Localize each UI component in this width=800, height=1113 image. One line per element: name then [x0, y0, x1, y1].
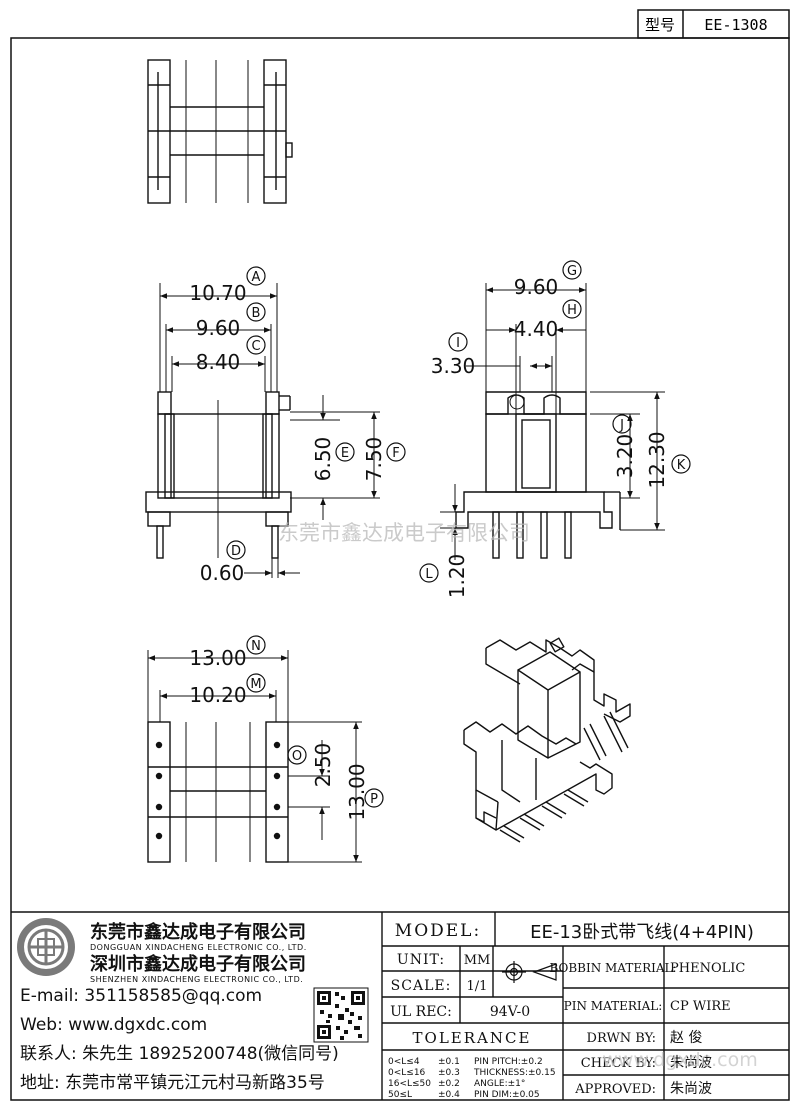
company-contact: 联系人: 朱先生 18925200748(微信同号)	[20, 1044, 339, 1064]
front-view-dims	[159, 283, 380, 578]
dim-m-value: 10.20	[189, 683, 246, 707]
dim-b-value: 9.60	[196, 316, 241, 340]
dim-f-letter: F	[392, 446, 399, 461]
scale-label: SCALE:	[391, 978, 452, 994]
drwn-label: DRWN BY:	[587, 1031, 656, 1046]
dim-l-letter: L	[425, 567, 433, 582]
approved-value: 朱尚波	[670, 1081, 712, 1097]
company-name-sz-en: SHENZHEN XINDACHENG ELECTRONIC CO., LTD.	[90, 975, 303, 984]
side-view-dims	[440, 283, 665, 560]
tol-range-3: 16<L≤50	[388, 1079, 431, 1089]
bottom-view-letters	[246, 635, 384, 808]
model-value: EE-13卧式带飞线(4+4PIN)	[530, 922, 754, 943]
unit-value: MM	[464, 953, 491, 968]
pin-label: PIN MATERIAL:	[564, 999, 663, 1013]
title-block	[11, 911, 789, 1100]
front-view-letters	[226, 266, 406, 560]
dim-i-letter: I	[456, 336, 460, 351]
side-view-letters	[419, 260, 691, 583]
ulrec-label: UL REC:	[390, 1004, 452, 1020]
tol-item-4: PIN DIM:±0.05	[474, 1090, 540, 1100]
check-label: CHECK BY:	[581, 1056, 656, 1071]
ulrec-value: 94V-0	[490, 1004, 530, 1020]
dim-o-value: 2.50	[311, 743, 335, 788]
dim-g-letter: G	[567, 264, 577, 279]
drwn-value: 赵 俊	[670, 1030, 702, 1046]
dim-i-value: 3.30	[431, 354, 476, 378]
header-model-label: 型号	[645, 16, 675, 34]
tol-value-1: ±0.1	[438, 1057, 460, 1067]
dim-l-value: 1.20	[445, 554, 469, 599]
scale-value: 1/1	[467, 979, 488, 994]
projection-symbol	[502, 961, 557, 983]
dim-a-letter: A	[252, 270, 261, 285]
tolerance-label: TOLERANCE	[413, 1029, 532, 1047]
header-model-box: 型号 EE-1308	[637, 9, 790, 39]
dim-d-value: 0.60	[200, 561, 245, 585]
dim-b-letter: B	[252, 306, 261, 321]
dim-k-letter: K	[677, 458, 686, 473]
pin-value: CP WIRE	[670, 999, 731, 1014]
dim-p-value: 13.00	[345, 763, 369, 820]
unit-label: UNIT:	[397, 952, 445, 968]
dim-p-letter: P	[370, 792, 378, 807]
dim-c-letter: C	[251, 339, 260, 354]
company-name-sz: 深圳市鑫达成电子有限公司	[90, 953, 306, 975]
side-view	[455, 391, 621, 559]
approved-label: APPROVED:	[574, 1082, 656, 1097]
tol-range-4: 50≤L	[388, 1090, 412, 1100]
side-view-labels: 9.60 4.40 3.30 3.20 12.30 1.20	[431, 275, 669, 598]
company-name-dg-en: DONGGUAN XINDACHENG ELECTRONIC CO., LTD.	[90, 943, 307, 952]
bottom-view-dims	[147, 650, 362, 863]
qr-code	[313, 987, 369, 1043]
tol-item-2: THICKNESS:±0.15	[473, 1068, 556, 1078]
dim-h-letter: H	[567, 303, 577, 318]
dim-m-letter: M	[250, 677, 261, 692]
model-label: MODEL:	[395, 921, 481, 941]
watermark-center: 东莞市鑫达成电子有限公司	[278, 521, 530, 545]
dim-n-letter: N	[251, 639, 261, 654]
dim-f-value: 7.50	[362, 437, 386, 482]
bobbin-label: BOBBIN MATERIAL:	[549, 961, 676, 975]
tol-range-1: 0<L≤4	[388, 1057, 420, 1067]
tol-value-4: ±0.4	[438, 1090, 460, 1100]
dim-e-letter: E	[341, 446, 349, 461]
dim-k-value: 12.30	[645, 431, 669, 488]
dim-n-value: 13.00	[189, 646, 246, 670]
dim-o-letter: O	[292, 749, 302, 764]
dim-a-value: 10.70	[189, 281, 246, 305]
sheet-border	[10, 37, 790, 1101]
isometric-view	[463, 637, 631, 843]
dim-e-value: 6.50	[311, 437, 335, 482]
bottom-view-labels: 13.00 10.20 2.50 13.00	[189, 646, 369, 821]
dim-d-letter: D	[231, 544, 241, 559]
front-view-labels: 10.70 9.60 8.40 0.60 6.50 7.50	[189, 281, 386, 585]
tol-range-2: 0<L≤16	[388, 1068, 426, 1078]
dim-j-letter: J	[619, 418, 624, 433]
watermark-corner: www.dgxdc.com	[602, 1049, 757, 1071]
tol-item-3: ANGLE:±1°	[474, 1079, 525, 1089]
company-address: 地址: 东莞市常平镇元江元村马新路35号	[20, 1073, 325, 1093]
check-value: 朱尚波	[670, 1055, 712, 1071]
dim-j-value: 3.20	[613, 434, 637, 479]
header-model-value: EE-1308	[704, 16, 767, 34]
tol-item-1: PIN PITCH:±0.2	[474, 1057, 543, 1067]
company-web: Web: www.dgxdc.com	[20, 1015, 207, 1035]
bottom-view	[147, 721, 289, 863]
dim-c-value: 8.40	[196, 350, 241, 374]
dim-g-value: 9.60	[514, 275, 559, 299]
company-name-dg: 东莞市鑫达成电子有限公司	[90, 921, 306, 943]
company-email: E-mail: 351158585@qq.com	[20, 986, 262, 1006]
bobbin-value: PHENOLIC	[670, 961, 745, 976]
tol-value-3: ±0.2	[438, 1079, 460, 1089]
top-view	[147, 59, 293, 204]
dim-h-value: 4.40	[514, 317, 559, 341]
tol-value-2: ±0.3	[438, 1068, 460, 1078]
company-logo	[17, 918, 75, 976]
front-view	[145, 391, 292, 559]
